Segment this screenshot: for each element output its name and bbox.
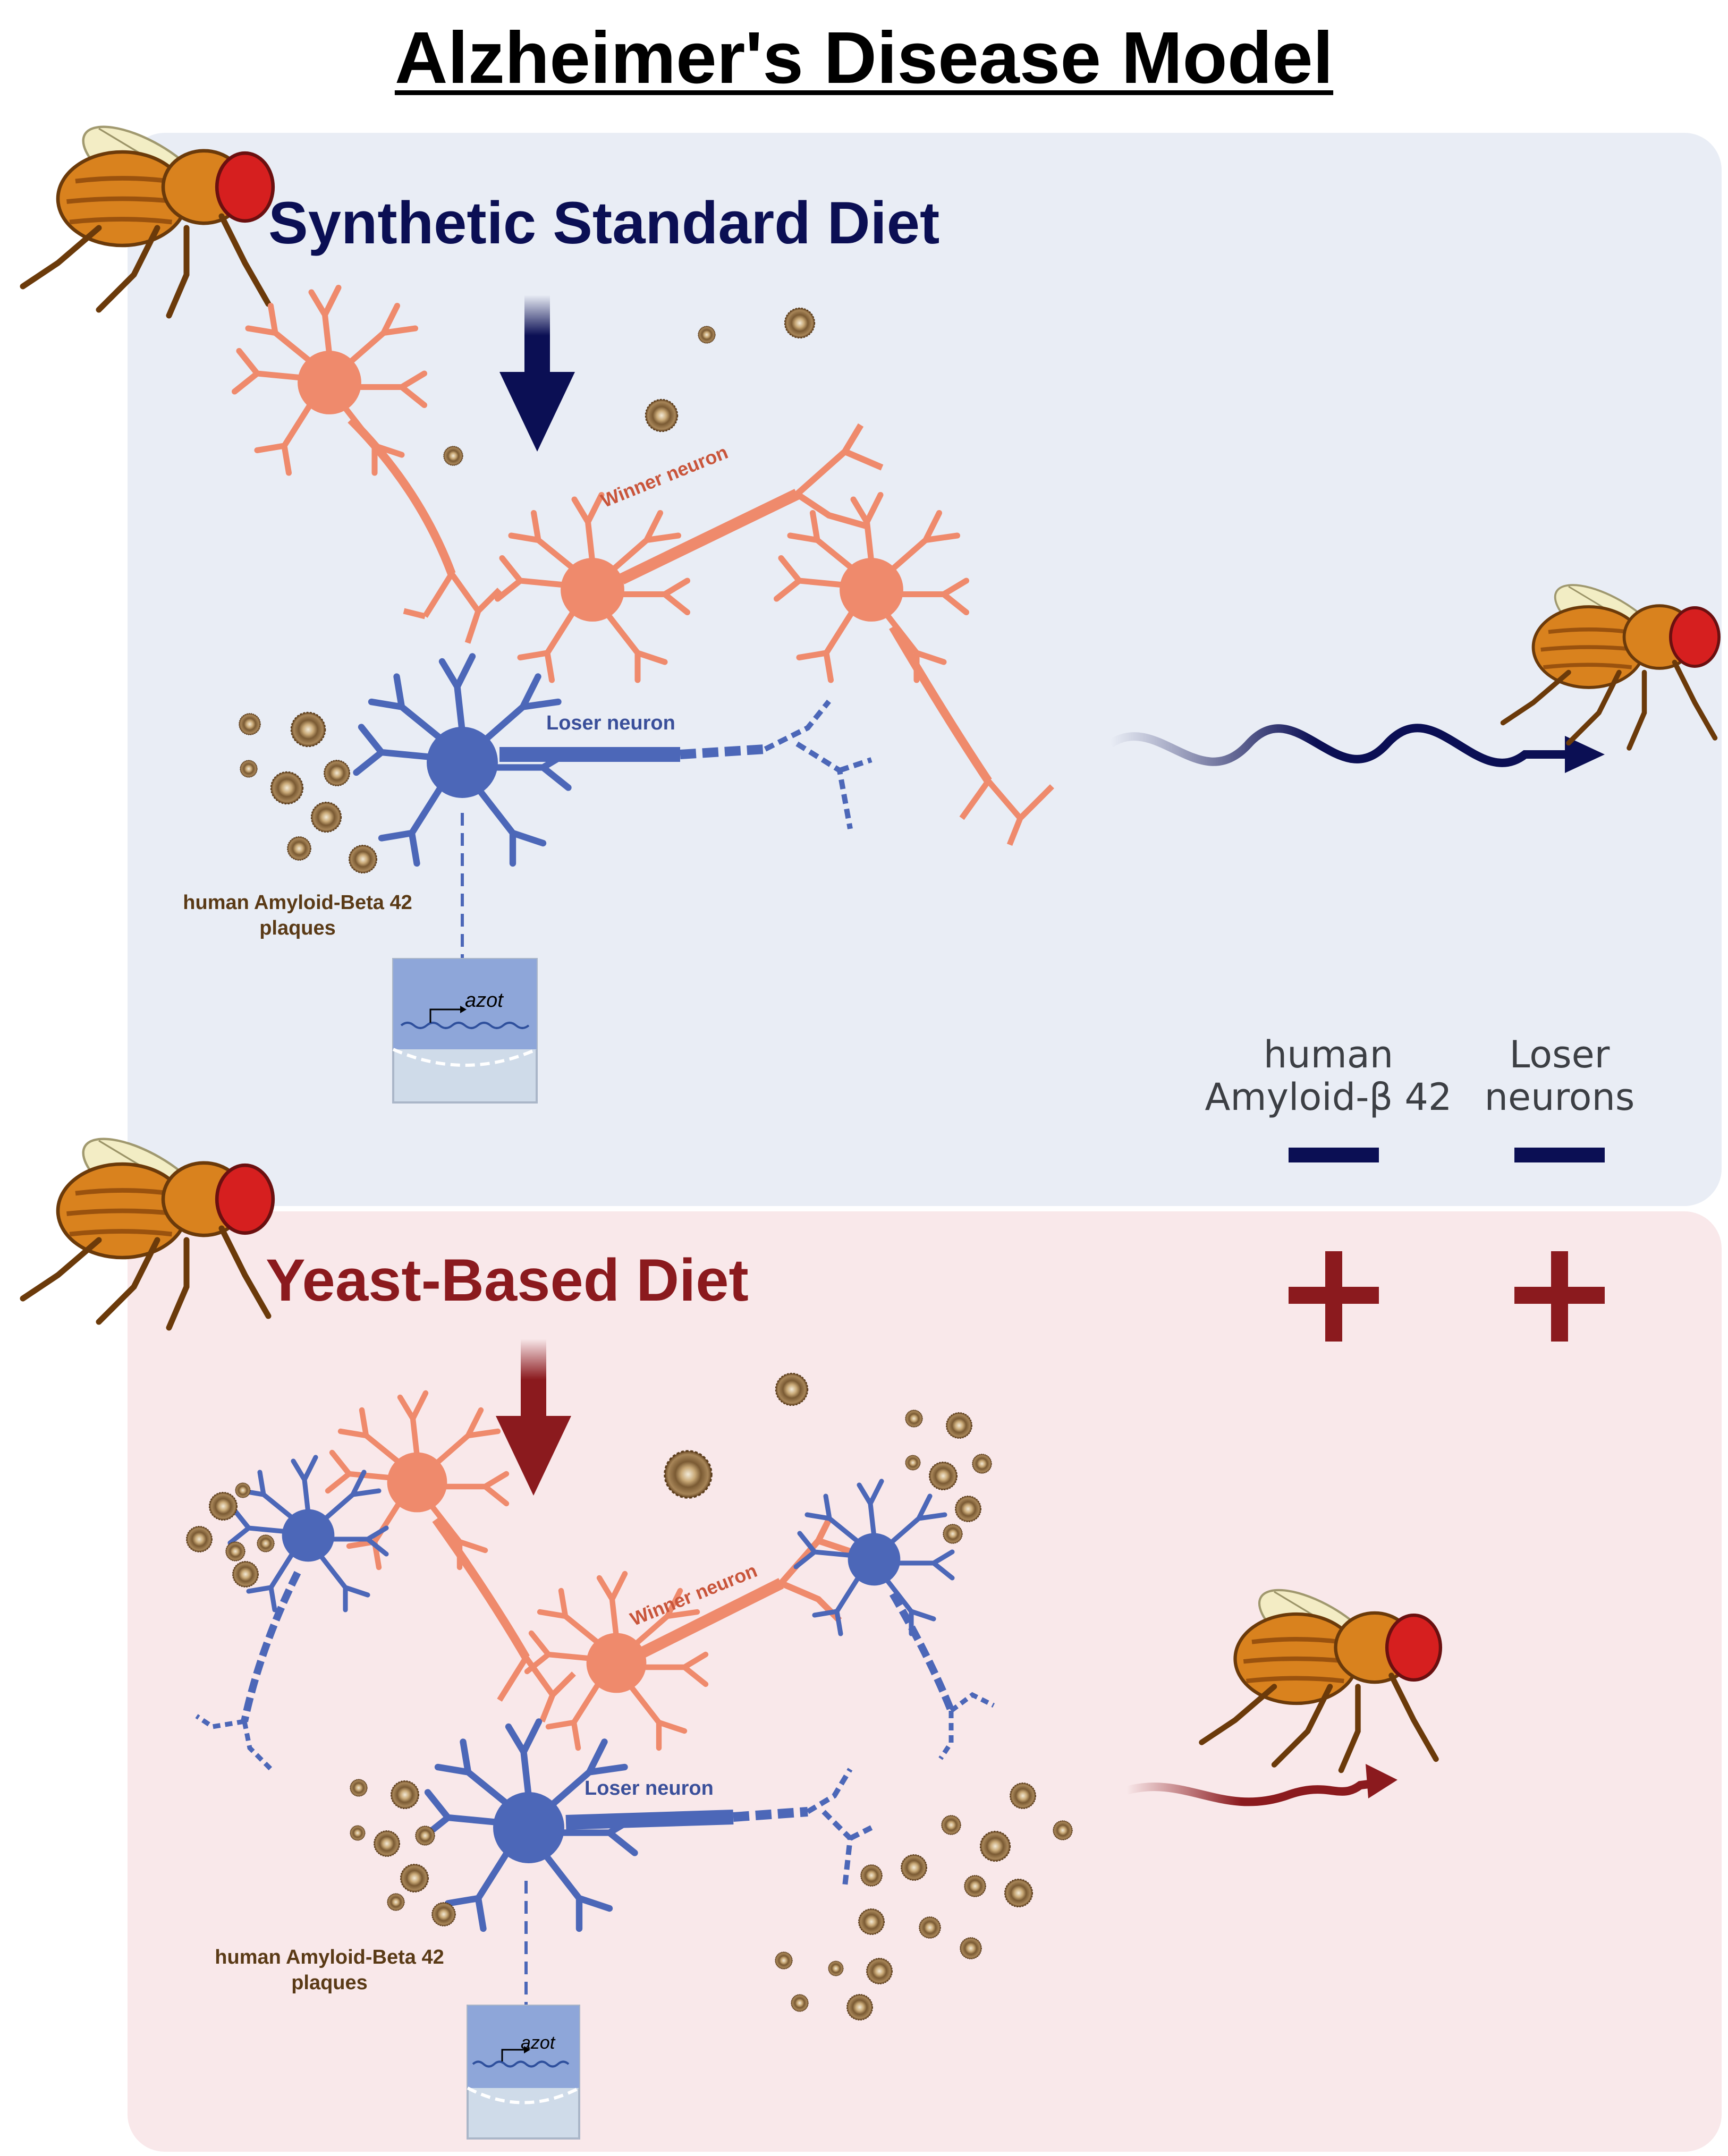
plaques-label-line2: plaques: [259, 917, 336, 939]
synthetic-diet-heading: Synthetic Standard Diet: [268, 190, 940, 256]
loser-neuron-label: Loser neuron: [585, 1777, 714, 1800]
plaques-label: human Amyloid-Beta 42 plaques: [175, 890, 420, 941]
legend-loser-line1: Loser: [1509, 1033, 1610, 1076]
winner-neuron: [527, 1518, 851, 1748]
loser-neuron: [796, 1481, 995, 1760]
yeast-diet-panel: [128, 1211, 1722, 2152]
plus-icon: [1289, 1251, 1379, 1342]
fruit-fly-icon: [1202, 1574, 1441, 1770]
down-arrow-icon: [496, 1339, 571, 1496]
azot-gene-box: [392, 958, 538, 1104]
minus-icon: [1514, 1148, 1605, 1162]
loser-neuron: [423, 1722, 873, 1929]
legend-amyloid-line2: Amyloid-β 42: [1205, 1075, 1452, 1119]
down-arrow-icon: [499, 295, 575, 452]
legend-loser-header: Loser neurons: [1459, 1033, 1661, 1118]
plaques-label-line1: human Amyloid-Beta 42: [183, 892, 412, 914]
fruit-fly-icon: [1503, 571, 1719, 748]
page-title: Alzheimer's Disease Model: [394, 17, 1334, 99]
loser-neuron: [357, 657, 873, 864]
winner-neuron: [777, 495, 1054, 846]
legend-loser-line2: neurons: [1484, 1075, 1635, 1119]
azot-gene-box: [467, 2005, 580, 2140]
azot-gene-label: azot: [465, 989, 503, 1012]
plaques-label: human Amyloid-Beta 42 plaques: [207, 1945, 452, 1996]
loser-neuron-label: Loser neuron: [546, 712, 675, 734]
fruit-fly-icon: [23, 1122, 273, 1328]
lifespan-arrow: [1108, 724, 1605, 773]
legend-amyloid-line1: human: [1263, 1033, 1394, 1076]
azot-gene-label: azot: [521, 2033, 555, 2053]
legend-amyloid-header: human Amyloid-β 42: [1190, 1033, 1467, 1118]
minus-icon: [1289, 1148, 1379, 1162]
fruit-fly-icon: [23, 110, 273, 316]
lifespan-arrow: [1125, 1764, 1397, 1806]
yeast-diet-heading: Yeast-Based Diet: [266, 1247, 749, 1313]
winner-neuron: [328, 1393, 576, 1723]
amyloid-plaques: [186, 1372, 1073, 2021]
plaques-label-line1: human Amyloid-Beta 42: [215, 1946, 444, 1968]
winner-neuron: [235, 288, 502, 644]
plaques-label-line2: plaques: [291, 1972, 368, 1994]
winner-neuron: [498, 423, 884, 680]
plus-icon: [1514, 1251, 1605, 1342]
loser-neuron: [195, 1457, 386, 1771]
